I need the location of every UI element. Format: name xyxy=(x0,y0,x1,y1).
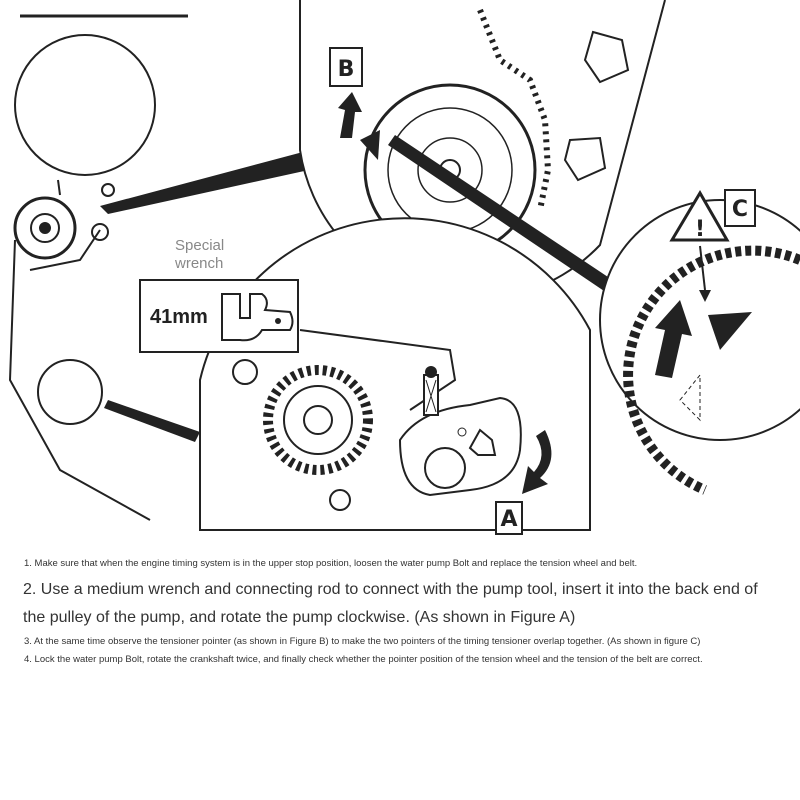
wrench-size-label: 41mm xyxy=(150,306,208,328)
rotate-arrow-a xyxy=(522,430,552,494)
figure-c-zoom: ! C xyxy=(388,135,800,495)
figure-c-label: C xyxy=(732,197,748,222)
instruction-step-3: 3. At the same time observe the tensione… xyxy=(24,636,701,647)
tension-wheel xyxy=(13,196,77,260)
instruction-step-2: 2. Use a medium wrench and connecting ro… xyxy=(23,581,758,626)
special-wrench-caption: Special wrench xyxy=(175,237,225,272)
figure-a-label: A xyxy=(500,507,517,532)
idler-pulley xyxy=(37,359,103,425)
special-wrench-inset xyxy=(139,279,299,353)
rotate-arrow-c xyxy=(655,300,692,378)
warning-icon: ! xyxy=(695,217,705,242)
camshaft-pulley xyxy=(14,34,156,176)
wrench-icon xyxy=(221,293,294,342)
pump-tool xyxy=(398,396,522,497)
figure-b-label: B xyxy=(338,57,355,82)
belt-layout-overview xyxy=(8,14,188,521)
rotate-arrow-b xyxy=(338,92,362,138)
instruction-step-1: 1. Make sure that when the engine timing… xyxy=(24,558,638,569)
instruction-step-4: 4. Lock the water pump Bolt, rotate the … xyxy=(24,654,703,665)
instruction-list: 1. Make sure that when the engine timing… xyxy=(20,558,760,672)
water-pump-timing-diagram: B ! C A xyxy=(8,0,800,535)
